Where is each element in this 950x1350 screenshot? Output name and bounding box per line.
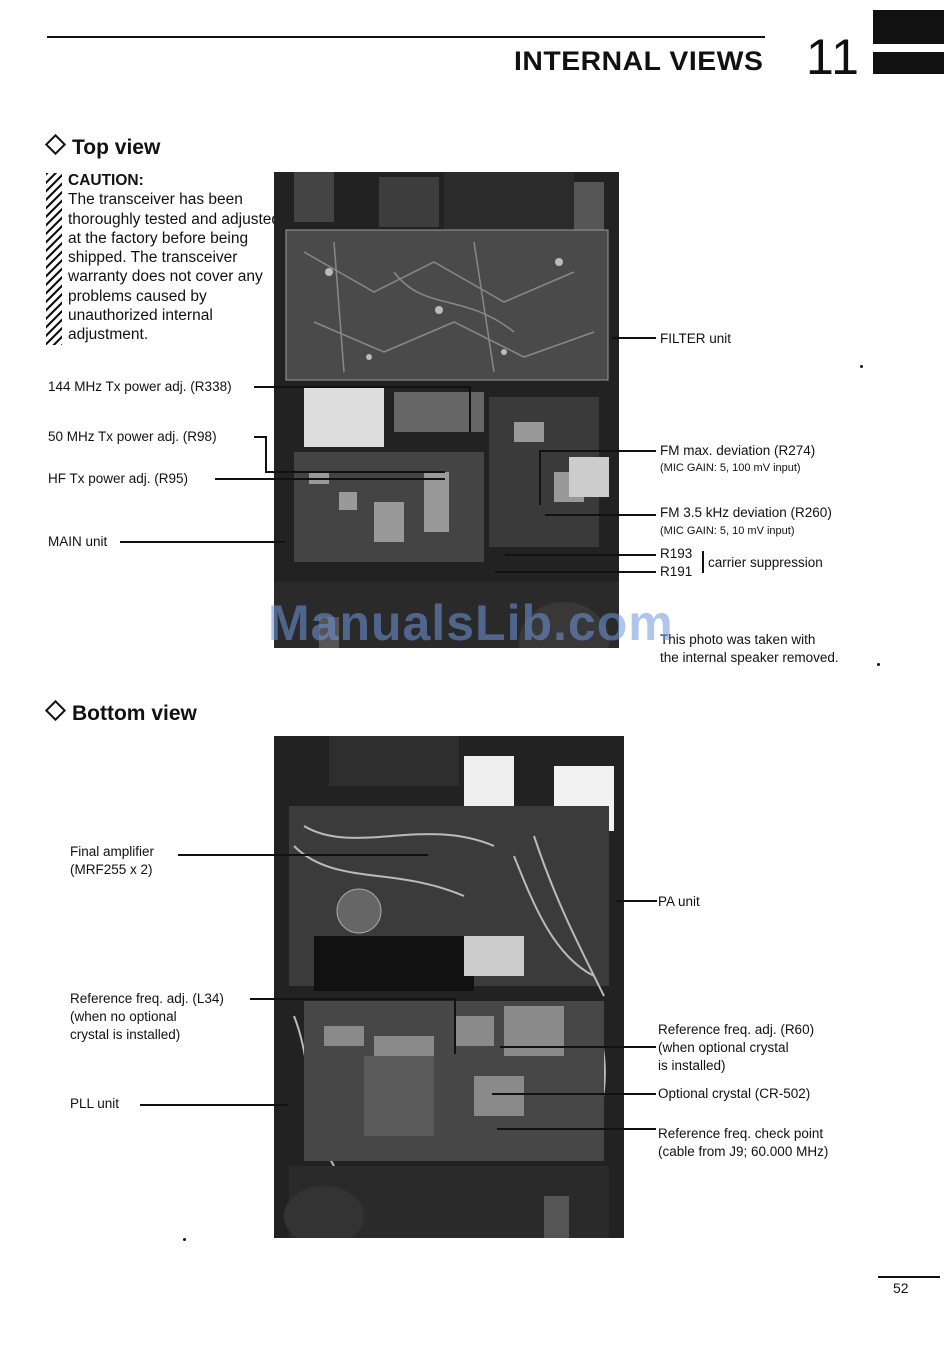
print-speck: [860, 365, 863, 368]
label-fm-max-sub: (MIC GAIN: 5, 100 mV input): [660, 462, 801, 474]
label-fm-35: FM 3.5 kHz deviation (R260): [660, 505, 832, 520]
print-speck: [183, 1238, 186, 1241]
label-ref-r60-1: Reference freq. adj. (R60): [658, 1022, 815, 1037]
top-view-photo: [274, 172, 619, 648]
label-r193: R193: [660, 546, 693, 561]
page-title: INTERNAL VIEWS: [514, 46, 764, 76]
page-number-rule: [878, 1276, 940, 1278]
bracket-carrier: [702, 551, 704, 573]
leader-r191: [495, 571, 656, 573]
leader-main-unit: [120, 541, 285, 543]
leader-tx144-drop: [469, 386, 471, 432]
leader-final-amp: [178, 854, 428, 856]
chapter-number: 11: [806, 29, 860, 85]
label-photo-note-1: This photo was taken with: [660, 632, 816, 647]
leader-r193: [505, 554, 656, 556]
leader-pa-unit: [617, 900, 657, 902]
leader-ref-l34-drop: [454, 998, 456, 1054]
label-pll-unit: PLL unit: [70, 1096, 120, 1111]
leader-opt-crystal: [492, 1093, 656, 1095]
label-ref-l34-3: crystal is installed): [70, 1027, 181, 1042]
leader-tx144: [254, 386, 470, 388]
caution-text: The transceiver has been thoroughly test…: [68, 191, 280, 344]
label-carrier-suppression: carrier suppression: [708, 555, 823, 570]
leader-fm-max-drop: [539, 450, 541, 505]
label-pa-unit: PA unit: [658, 894, 700, 909]
leader-filter-unit: [612, 337, 656, 339]
label-fm-max: FM max. deviation (R274): [660, 443, 816, 458]
label-photo-note-2: the internal speaker removed.: [660, 650, 839, 665]
label-tx50: 50 MHz Tx power adj. (R98): [48, 429, 217, 444]
leader-tx50-run: [265, 471, 445, 473]
caution-hatch-bar: [46, 173, 62, 345]
diamond-icon: [44, 133, 67, 156]
label-ref-r60-3: is installed): [658, 1058, 726, 1073]
label-final-amp-2: (MRF255 x 2): [70, 862, 153, 877]
bottom-view-photo: [274, 736, 624, 1238]
label-final-amp-1: Final amplifier: [70, 844, 155, 859]
label-main-unit: MAIN unit: [48, 534, 108, 549]
leader-check-point: [497, 1128, 656, 1130]
label-r191: R191: [660, 564, 693, 579]
header-rule: [47, 36, 765, 38]
leader-tx50: [254, 436, 266, 438]
bottom-view-heading: Bottom view: [44, 699, 197, 726]
leader-ref-r60: [500, 1046, 656, 1048]
print-speck: [877, 663, 880, 666]
page-number: 52: [893, 1280, 909, 1296]
caution-title: CAUTION:: [68, 172, 144, 189]
chapter-tab-upper: [873, 10, 944, 44]
bottom-view-photo-illustration: [274, 736, 624, 1238]
label-ref-l34-1: Reference freq. adj. (L34): [70, 991, 224, 1006]
leader-fm-max: [540, 450, 656, 452]
leader-tx50-drop: [265, 436, 267, 472]
top-view-heading: Top view: [44, 133, 160, 160]
label-filter-unit: FILTER unit: [660, 331, 732, 346]
leader-ref-l34: [250, 998, 455, 1000]
label-check-2: (cable from J9; 60.000 MHz): [658, 1144, 829, 1159]
leader-txhf: [215, 478, 445, 480]
top-view-photo-illustration: [274, 172, 619, 648]
label-ref-l34-2: (when no optional: [70, 1009, 177, 1024]
label-tx144: 144 MHz Tx power adj. (R338): [48, 379, 232, 394]
label-ref-r60-2: (when optional crystal: [658, 1040, 789, 1055]
leader-fm-35: [545, 514, 656, 516]
label-fm-35-sub: (MIC GAIN: 5, 10 mV input): [660, 525, 795, 537]
leader-pll-unit: [140, 1104, 288, 1106]
caution-box: CAUTION: The transceiver has been thorou…: [68, 171, 283, 345]
watermark: ManualsLib.com: [268, 595, 674, 651]
label-opt-crystal: Optional crystal (CR-502): [658, 1086, 811, 1101]
label-check-1: Reference freq. check point: [658, 1126, 824, 1141]
label-txhf: HF Tx power adj. (R95): [48, 471, 189, 486]
chapter-tab-lower: [873, 52, 944, 74]
diamond-icon: [44, 699, 67, 722]
